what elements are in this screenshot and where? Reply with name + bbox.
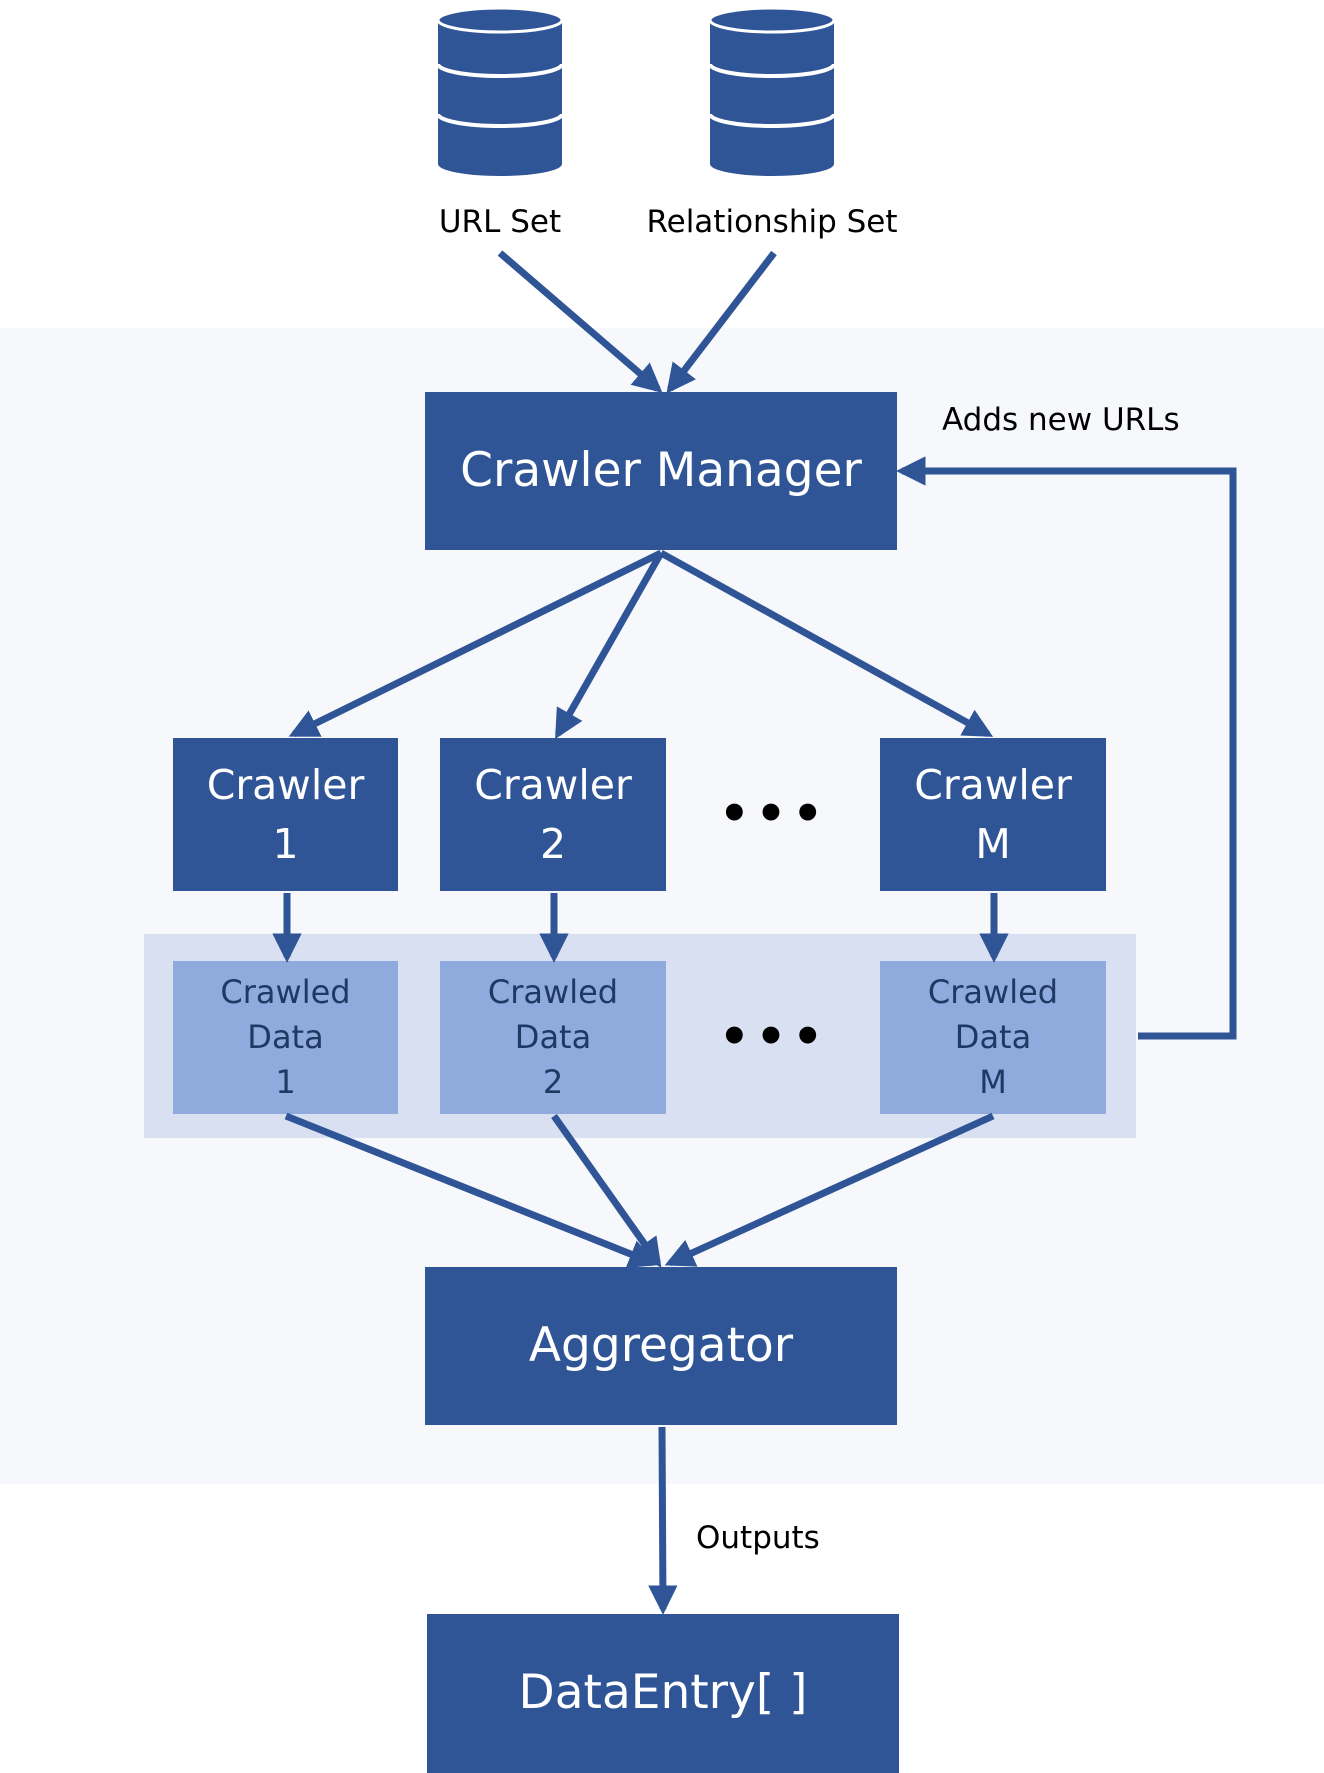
crawled-data-1-line2: Data [247, 1018, 324, 1056]
crawler-box-2: Crawler 2 [440, 738, 666, 891]
arrow-data-2-to-aggregator [551, 1113, 662, 1268]
crawler-box-m: Crawler M [880, 738, 1106, 891]
outputs-label: Outputs [696, 1520, 820, 1556]
aggregator-box: Aggregator [425, 1267, 897, 1425]
crawled-data-box-m: Crawled Data M [880, 961, 1106, 1114]
arrow-data-m-to-aggregator [664, 1112, 995, 1267]
crawled-data-m-line1: Crawled [927, 973, 1059, 1011]
aggregator-label: Aggregator [528, 1317, 794, 1373]
crawler-m-index: M [975, 819, 1011, 868]
arrow-url-set-to-manager [497, 250, 663, 393]
crawled-data-box-2: Crawled Data 2 [440, 961, 666, 1114]
crawled-data-m-line2: Data [954, 1018, 1032, 1056]
arrow-relationship-set-to-manager [666, 250, 777, 394]
crawler-manager-label: Crawler Manager [460, 442, 862, 498]
crawled-data-2-line2: Data [514, 1018, 592, 1056]
crawled-data-box-1: Crawled Data 1 [173, 961, 398, 1114]
url-set-label: URL Set [438, 204, 562, 240]
adds-new-urls-label: Adds new URLs [942, 402, 1180, 438]
crawler-2-title: Crawler [474, 760, 632, 809]
arrow-manager-to-crawler-1 [288, 549, 663, 738]
crawled-data-m-line3: M [979, 1063, 1007, 1101]
crawler-m-title: Crawler [914, 760, 1072, 809]
crawler-1-index: 1 [272, 819, 299, 868]
arrow-aggregator-to-data-entry [648, 1426, 678, 1615]
arrow-feedback-to-manager [896, 456, 1237, 1040]
crawler-2-index: 2 [539, 819, 567, 868]
crawled-data-2-line1: Crawled [487, 973, 619, 1011]
database-icon [436, 6, 564, 176]
database-icon [708, 6, 836, 176]
data-entry-label: DataEntry[ ] [518, 1665, 808, 1721]
arrow-data-1-to-aggregator [284, 1112, 659, 1268]
crawled-data-1-line3: 1 [275, 1063, 296, 1101]
data-entry-box: DataEntry[ ] [427, 1614, 899, 1773]
crawled-data-ellipsis: ••• [718, 1009, 830, 1065]
crawler-1-title: Crawler [206, 760, 365, 809]
crawled-data-2-line3: 2 [542, 1063, 564, 1101]
crawler-box-1: Crawler 1 [173, 738, 398, 891]
relationship-set-label: Relationship Set [646, 204, 898, 240]
crawled-data-1-line1: Crawled [220, 973, 351, 1011]
arrow-manager-to-crawler-2 [554, 551, 665, 740]
arrow-manager-to-crawler-m [659, 549, 994, 738]
crawler-manager-box: Crawler Manager [425, 392, 897, 550]
crawlers-ellipsis: ••• [718, 786, 830, 842]
